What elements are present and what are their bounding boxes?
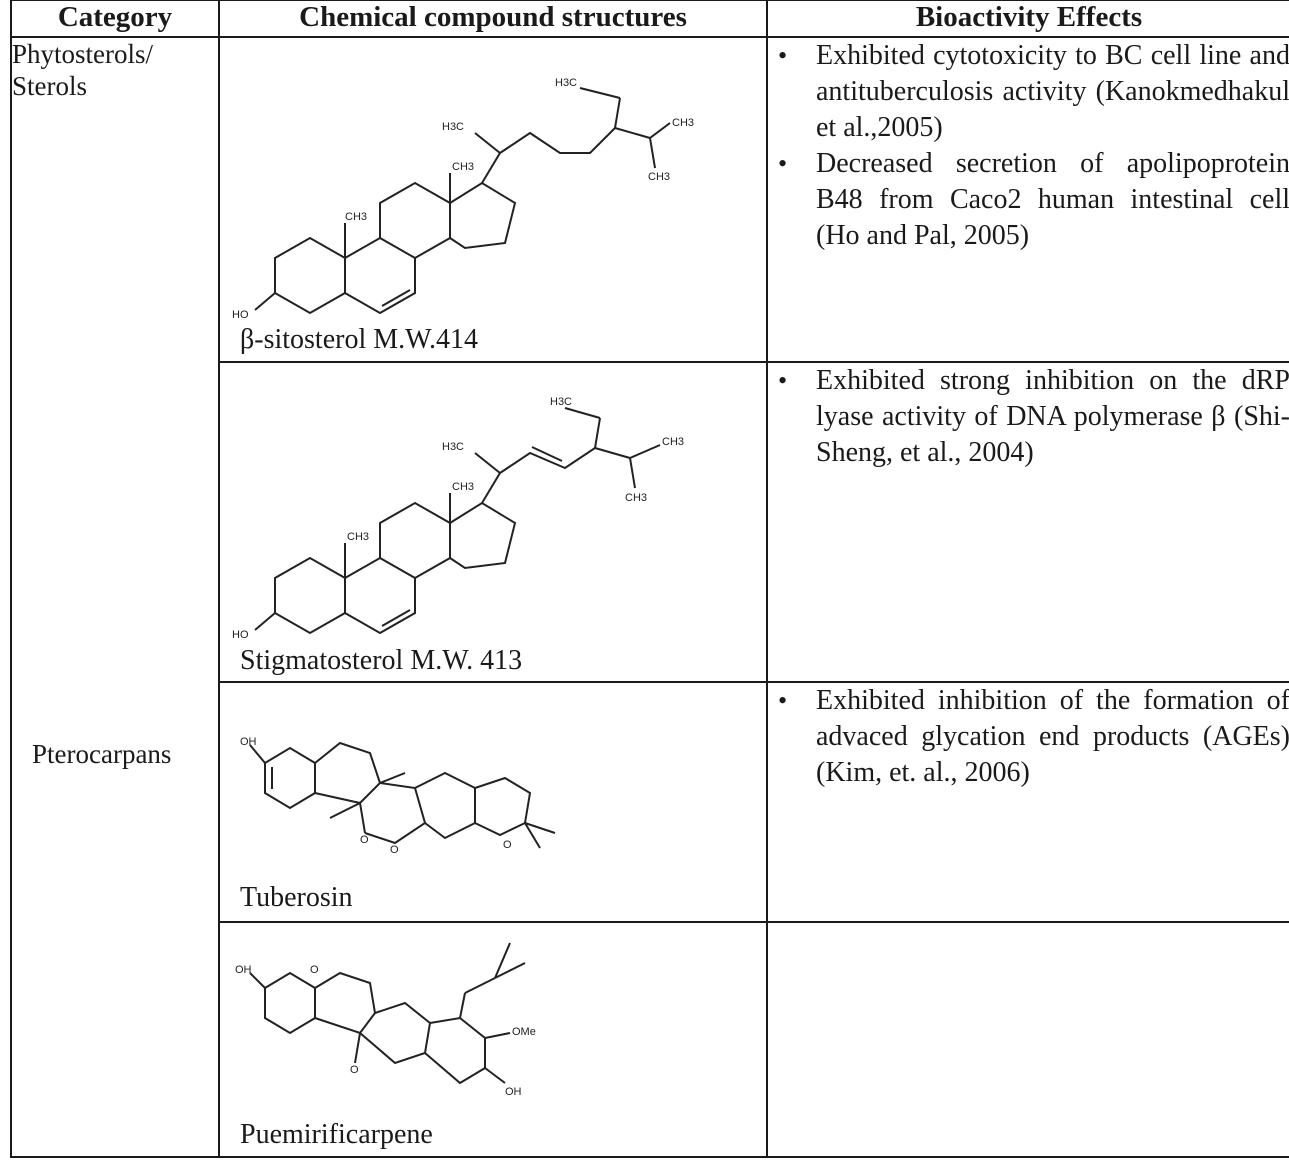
table-row: OH O O O Tuberosin Exhibited inhibition … [11, 681, 1289, 923]
header-category: Category [10, 0, 220, 38]
methyl-label: CH3 [625, 492, 647, 504]
puemirificarpene-structure: OH O O OMe OH [235, 942, 536, 1098]
table-row: OH O O OMe OH Puemirificarpene [11, 921, 1289, 1158]
methyl-label: CH3 [452, 161, 474, 173]
effect-item: Exhibited strong inhibition on the dRP l… [778, 363, 1289, 471]
methoxy-label: OMe [512, 1026, 536, 1038]
hydroxyl-label: OH [505, 1086, 522, 1098]
compound-name: Tuberosin [240, 882, 353, 913]
methyl-label: CH3 [648, 171, 670, 183]
effects-list: Exhibited cytotoxicity to BC cell line a… [768, 38, 1289, 254]
table-header-row: Category Chemical compound structures Bi… [10, 0, 1289, 38]
methyl-label: CH3 [345, 211, 367, 223]
compound-table: Category Chemical compound structures Bi… [10, 0, 1289, 1158]
methyl-label: CH3 [672, 117, 694, 129]
structure-cell: OH O O O Tuberosin [218, 681, 768, 923]
tuberosin-structure: OH O O O [240, 736, 556, 856]
hydroxyl-label: OH [240, 736, 257, 748]
methyl-label: CH3 [452, 481, 474, 493]
hydroxyl-label: HO [232, 309, 249, 321]
effects-cell: Exhibited strong inhibition on the dRP l… [766, 361, 1289, 683]
oxygen-label: O [360, 834, 369, 846]
oxygen-label: O [390, 844, 399, 856]
effects-list: Exhibited inhibition of the formation of… [768, 683, 1289, 791]
methyl-label: H3C [442, 441, 464, 453]
category-pterocarpans: Pterocarpans [32, 739, 172, 769]
hydroxyl-label: OH [235, 964, 252, 976]
structure-cell: HO CH3 CH3 H3C H3C CH3 CH3 β-sitosterol … [218, 36, 768, 363]
category-cell: Phytosterols/ Sterols Pterocarpans [10, 36, 220, 1158]
effects-cell-empty [766, 921, 1289, 1158]
effects-cell: Exhibited cytotoxicity to BC cell line a… [766, 36, 1289, 363]
table-row: HO CH3 CH3 H3C H3C CH3 CH3 Stigmatostero… [11, 361, 1289, 683]
effect-item: Exhibited inhibition of the formation of… [778, 683, 1289, 791]
methyl-label: H3C [442, 121, 464, 133]
stigmasterol-structure: HO CH3 CH3 H3C H3C CH3 CH3 [232, 396, 684, 641]
hydroxyl-label: HO [232, 629, 249, 641]
compound-name: β-sitosterol M.W.414 [240, 324, 478, 355]
header-structures: Chemical compound structures [218, 0, 768, 38]
structure-cell: OH O O OMe OH Puemirificarpene [218, 921, 768, 1158]
oxygen-label: O [350, 1064, 359, 1076]
methyl-label: CH3 [347, 531, 369, 543]
oxygen-label: O [310, 964, 319, 976]
effect-item: Decreased secretion of apolipoprotein B4… [778, 146, 1289, 254]
effects-cell: Exhibited inhibition of the formation of… [766, 681, 1289, 923]
compound-name: Stigmatosterol M.W. 413 [240, 645, 523, 676]
effects-list: Exhibited strong inhibition on the dRP l… [768, 363, 1289, 471]
header-effects: Bioactivity Effects [766, 0, 1289, 38]
beta-sitosterol-structure: HO CH3 CH3 H3C H3C CH3 CH3 [232, 77, 694, 321]
structure-cell: HO CH3 CH3 H3C H3C CH3 CH3 Stigmatostero… [218, 361, 768, 683]
effect-item: Exhibited cytotoxicity to BC cell line a… [778, 38, 1289, 146]
methyl-label: CH3 [662, 436, 684, 448]
methyl-label: H3C [550, 396, 572, 408]
compound-name: Puemirificarpene [240, 1119, 433, 1150]
table-row: Phytosterols/ Sterols Pterocarpans [10, 36, 1289, 1158]
methyl-label: H3C [555, 77, 577, 89]
oxygen-label: O [503, 839, 512, 851]
category-sterols: Phytosterols/ Sterols [12, 39, 154, 101]
